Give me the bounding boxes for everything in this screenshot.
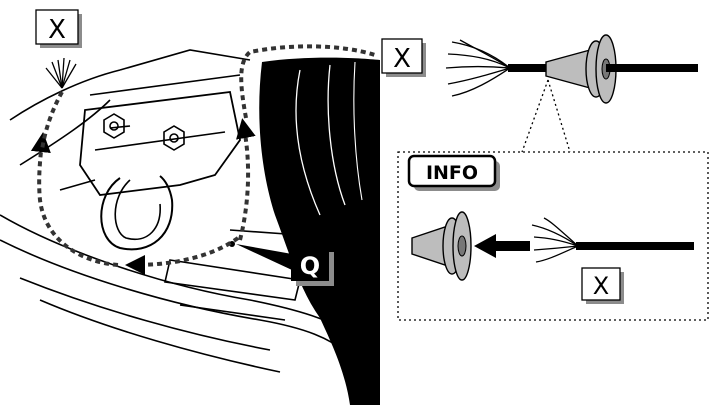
- cable-route-arrows: [30, 44, 376, 275]
- info-grommet: [411, 211, 472, 281]
- label-x-top-right: X: [381, 38, 426, 77]
- label-q: Q: [291, 247, 334, 286]
- fender-shadow: [259, 57, 380, 405]
- info-badge: INFO: [407, 154, 500, 191]
- info-label: INFO: [426, 162, 478, 184]
- label-x-top-left-text: X: [48, 15, 66, 45]
- wire-bundle-left: [45, 57, 77, 89]
- label-x-info: X: [581, 267, 624, 304]
- insert-direction-arrow: [474, 234, 530, 258]
- cable-with-grommet-top: [445, 34, 698, 104]
- label-q-text: Q: [300, 252, 320, 280]
- info-cable: [531, 217, 694, 263]
- label-x-top-left: X: [35, 9, 82, 48]
- label-x-info-text: X: [593, 272, 609, 300]
- info-leader-lines: [521, 79, 571, 153]
- socket-q-pointer: [229, 241, 292, 270]
- label-x-top-right-text: X: [393, 44, 411, 74]
- info-panel: [397, 151, 709, 321]
- vehicle-rear-illustration: [0, 49, 356, 373]
